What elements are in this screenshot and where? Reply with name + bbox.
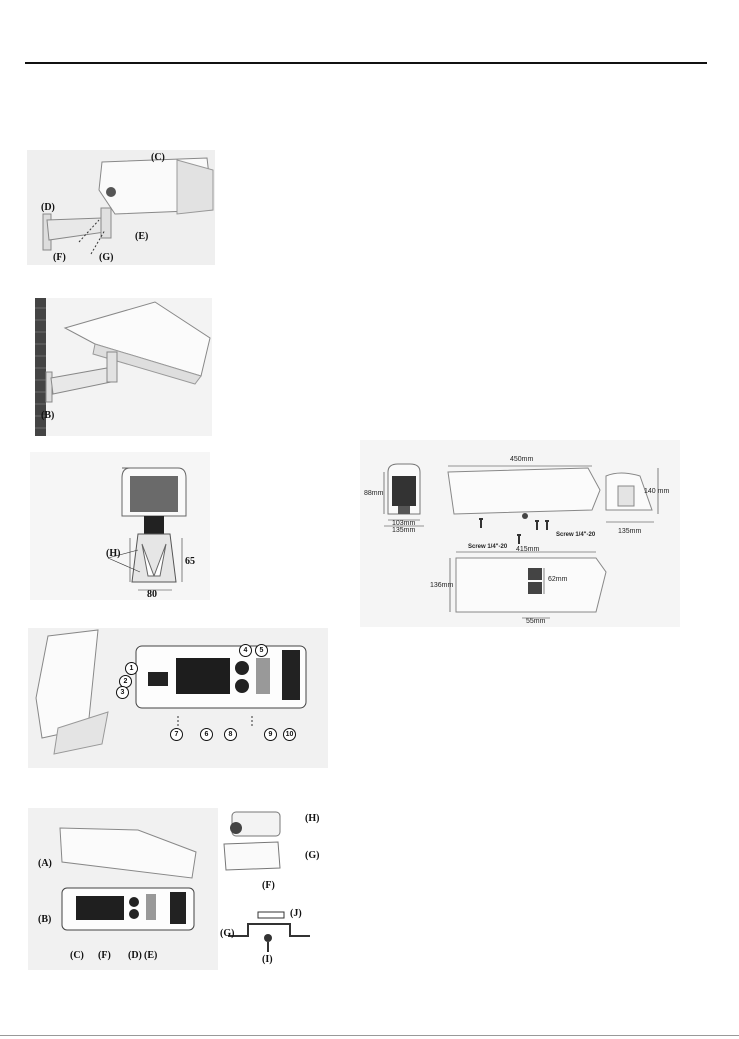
dim-450mm: 450mm [510,456,533,463]
footer-rule [0,1035,739,1036]
label-f-right: (F) [262,880,275,891]
front-view-illustration [30,452,210,600]
open-housing-illustration [28,628,328,768]
label-a: (A) [38,858,52,869]
housing-bracket-illustration [27,150,215,265]
figure-open-housing-callouts: 1 2 3 4 5 6 7 8 9 10 [28,628,328,768]
dim-62mm: 62mm [548,576,567,583]
header-rule [25,62,707,64]
label-b: (B) [38,914,51,925]
wall-mount-illustration [35,298,212,436]
callout-5: 5 [255,644,268,657]
label-f: (F) [53,252,66,263]
figure-dimensions: 450mm 88mm 103mm 135mm 140 mm 135mm Scre… [360,440,680,627]
label-h: (H) [106,548,120,559]
dim-65: 65 [185,556,195,567]
callout-9: 9 [264,728,277,741]
callout-7: 7 [170,728,183,741]
label-j: (J) [290,908,302,919]
label-h-right: (H) [305,813,319,824]
label-g-right: (G) [305,850,319,861]
exploded-view-illustration [28,808,328,970]
label-d: (D) [41,202,55,213]
label-b: (B) [41,410,54,421]
figure-housing-on-bracket: (C) (D) (E) (F) (G) [27,150,215,265]
dim-415mm: 415mm [516,546,539,553]
callout-3: 3 [116,686,129,699]
dim-135mm-right: 135mm [618,528,641,535]
screw-label-left: Screw 1/4"-20 [468,544,507,550]
figure-front-view: (H) 65 80 [30,452,210,600]
callout-6: 6 [200,728,213,741]
label-d: (D) [128,950,142,961]
dim-140mm: 140 mm [644,488,669,495]
dim-88mm: 88mm [364,490,383,497]
screw-label-right: Screw 1/4"-20 [556,532,595,538]
callout-1: 1 [125,662,138,675]
label-c: (C) [70,950,84,961]
dim-135mm-left: 135mm [392,527,415,534]
dim-136mm: 136mm [430,582,453,589]
callout-8: 8 [224,728,237,741]
label-g: (G) [99,252,113,263]
label-c: (C) [151,152,165,163]
callout-10: 10 [283,728,296,741]
dim-55mm: 55mm [526,618,545,625]
label-i: (I) [262,954,273,965]
label-g-bottom: (G) [220,928,234,939]
label-e: (E) [135,231,148,242]
dim-103mm: 103mm [392,520,415,527]
figure-exploded-view: (A) (B) (C) (F) (D) (E) (H) (G) (F) (J) … [28,808,328,970]
callout-4: 4 [239,644,252,657]
dim-80: 80 [147,589,157,600]
figure-wall-mount: (B) [35,298,212,436]
label-f: (F) [98,950,111,961]
label-e: (E) [144,950,157,961]
